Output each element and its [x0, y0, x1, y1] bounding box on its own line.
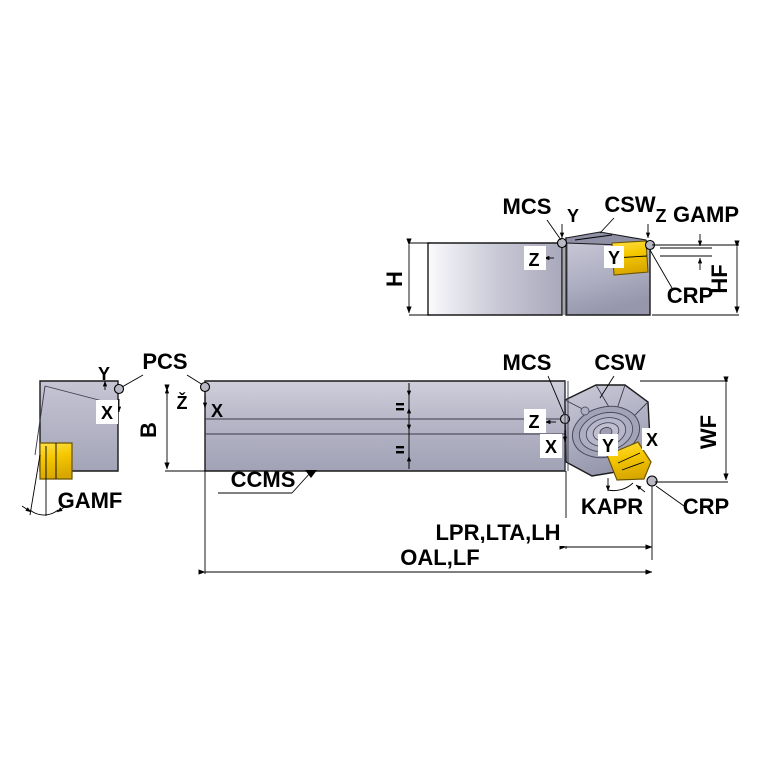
- axis-marker-z-end: Ž: [164, 387, 188, 413]
- dimension-b-label: B: [136, 422, 161, 438]
- dimension-b: B: [136, 384, 205, 472]
- axis-label-y-side: Y: [567, 206, 579, 226]
- axis-marker-x-tip: X: [642, 428, 662, 450]
- label-kapr: KAPR: [581, 494, 643, 519]
- dimension-h: H: [381, 238, 430, 316]
- axis-marker-x-end: X: [96, 399, 122, 424]
- label-gamp: GAMP: [673, 202, 739, 227]
- label-mcs-plan: MCS: [503, 350, 552, 375]
- dimension-gamf: [21, 446, 67, 516]
- dimension-oal: OAL,LF: [198, 471, 653, 575]
- axis-marker-y-side: Y: [559, 206, 579, 239]
- axis-label-z-side: Z: [656, 206, 667, 226]
- axis-marker-x-plan: X: [540, 430, 568, 458]
- side-elevation-view: H HF GAMP MCS CSW CRP Y: [381, 192, 740, 316]
- axis-marker-y-end: Y: [98, 364, 110, 390]
- dimension-kapr: [605, 478, 646, 493]
- label-ccms-group: CCMS: [218, 467, 317, 494]
- dimension-h-label: H: [382, 271, 407, 287]
- label-csw-side: CSW: [604, 192, 656, 217]
- dimension-lpr: LPR,LTA,LH: [404, 471, 653, 560]
- axis-marker-y-seat: Y: [598, 434, 618, 456]
- left-end-view: GAMF PCS Y X Ž X: [21, 349, 223, 516]
- axis-label-x-plan: X: [545, 437, 557, 457]
- label-ccms: CCMS: [231, 467, 296, 492]
- axis-label-x-end-2: X: [211, 401, 223, 421]
- label-mcs-side: MCS: [503, 194, 552, 219]
- axis-marker-z-body-side: Z: [524, 246, 554, 270]
- plan-view: MCS CSW CCMS KAPR CRP: [198, 350, 729, 575]
- end-view-pcs-point-right: [199, 381, 211, 393]
- axis-label-z-end: Ž: [177, 392, 188, 413]
- dimension-oal-label: OAL,LF: [400, 545, 479, 570]
- plan-view-insert-seat: [571, 405, 641, 459]
- label-pcs: PCS: [142, 349, 187, 374]
- plan-view-center-ticks: [396, 383, 412, 469]
- axis-marker-z-plan: Z: [524, 409, 556, 433]
- label-crp-plan: CRP: [683, 494, 729, 519]
- axis-label-x-tip: X: [646, 430, 658, 450]
- label-csw-plan: CSW: [594, 350, 646, 375]
- axis-label-y-end: Y: [98, 364, 110, 384]
- axis-label-y-insert-side: Y: [608, 248, 620, 268]
- label-gamf: GAMF: [58, 488, 123, 513]
- label-crp-side: CRP: [667, 283, 713, 308]
- dimension-gamp: [660, 234, 712, 270]
- dimension-wf-label: WF: [696, 415, 721, 449]
- dimension-hf: HF: [652, 240, 740, 316]
- axis-marker-z-side: Z: [645, 206, 667, 239]
- axis-marker-y-insert-side: Y: [604, 246, 624, 268]
- axis-label-z-plan: Z: [529, 412, 540, 432]
- axis-label-x-end: X: [101, 403, 113, 423]
- dimension-lpr-label: LPR,LTA,LH: [435, 520, 560, 545]
- plan-view-shank-body: [204, 380, 566, 472]
- side-view-mcs-point: [556, 237, 568, 249]
- axis-label-z-body-side: Z: [529, 250, 540, 270]
- axis-label-y-seat: Y: [602, 436, 614, 456]
- end-view-insert: [39, 442, 73, 480]
- end-view-pcs-point-left: [113, 383, 125, 395]
- axis-marker-x-end-2: X: [202, 396, 223, 421]
- plan-view-crp-point: [646, 475, 658, 487]
- dimension-hf-label: HF: [707, 264, 732, 293]
- dimension-wf: WF: [640, 376, 729, 483]
